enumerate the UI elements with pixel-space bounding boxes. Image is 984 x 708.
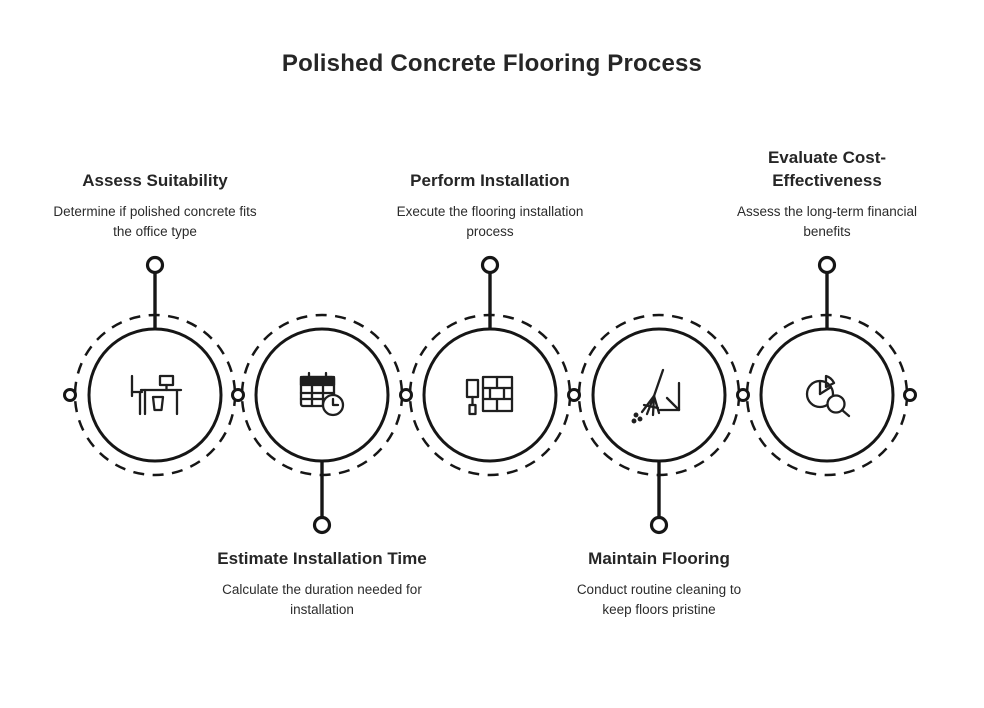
step-5-connector-dot xyxy=(817,255,837,275)
step-3-connector-dot xyxy=(480,255,500,275)
label-connectors xyxy=(145,255,837,535)
step-4-label-block: Maintain Flooring Conduct routine cleani… xyxy=(529,548,789,620)
step-description: Calculate the duration needed for instal… xyxy=(222,581,422,618)
step-4-connector-dot xyxy=(649,515,669,535)
timeline-dot xyxy=(231,388,245,402)
step-2-label-block: Estimate Installation Time Calculate the… xyxy=(192,548,452,620)
step-2-icon-box xyxy=(290,363,354,427)
step-heading: Assess Suitability xyxy=(82,170,228,190)
timeline-dot xyxy=(399,388,413,402)
step-5-label-block: Evaluate Cost-Effectiveness Assess the l… xyxy=(697,128,957,242)
step-1-icon-box xyxy=(123,363,187,427)
step-5-icon-box xyxy=(795,363,859,427)
step-circles xyxy=(87,327,895,463)
timeline-dot xyxy=(567,388,581,402)
step-description: Conduct routine cleaning to keep floors … xyxy=(576,581,742,618)
step-4-icon-box xyxy=(627,363,691,427)
paint-roller-icon xyxy=(465,375,514,416)
step-heading: Evaluate Cost-Effectiveness xyxy=(767,147,887,190)
step-1-label-block: Assess Suitability Determine if polished… xyxy=(25,128,285,242)
step-2-connector-dot xyxy=(312,515,332,535)
timeline-dot xyxy=(63,388,77,402)
timeline-dot xyxy=(903,388,917,402)
office-desk-icon xyxy=(130,374,183,416)
step-3-icon-box xyxy=(458,363,522,427)
step-description: Execute the flooring installation proces… xyxy=(396,203,584,239)
step-heading: Perform Installation xyxy=(410,170,570,190)
step-description: Assess the long-term financial benefits xyxy=(736,203,918,239)
timeline-dots xyxy=(63,388,917,402)
step-heading: Estimate Installation Time xyxy=(217,549,427,568)
step-4-circle xyxy=(591,327,727,463)
step-heading: Maintain Flooring xyxy=(588,549,730,568)
step-3-label-block: Perform Installation Execute the floorin… xyxy=(360,128,620,242)
timeline-dot xyxy=(736,388,750,402)
step-1-circle xyxy=(87,327,223,463)
calendar-clock-icon xyxy=(299,371,345,417)
step-description: Determine if polished concrete fits the … xyxy=(53,203,257,239)
step-1-connector-dot xyxy=(145,255,165,275)
pie-chart-magnifier-icon xyxy=(805,374,851,418)
broom-icon xyxy=(631,368,681,424)
page-title: Polished Concrete Flooring Process xyxy=(281,50,703,77)
